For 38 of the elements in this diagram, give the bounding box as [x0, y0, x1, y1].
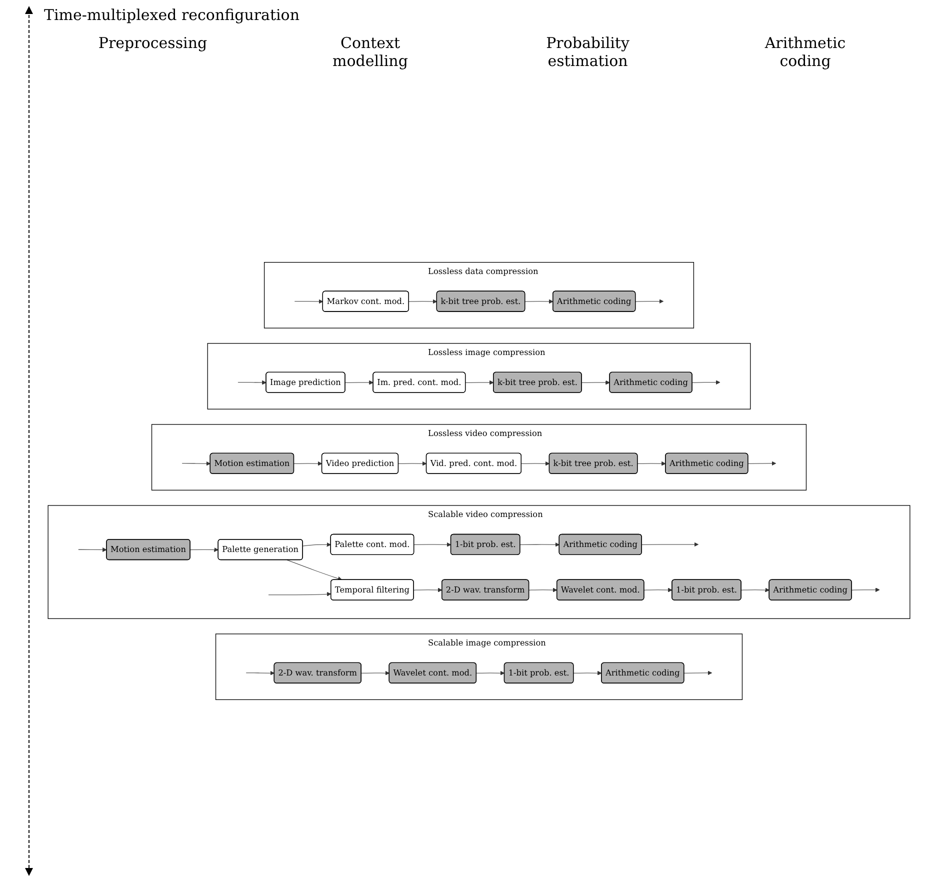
column-heading: Context modelling: [332, 34, 409, 70]
arrow: [635, 299, 664, 304]
arrow: [521, 461, 550, 466]
arrow: [528, 588, 558, 592]
axis-label: Time-multiplexed reconfiguration: [44, 6, 300, 24]
arrow: [748, 461, 776, 466]
arrow: [238, 380, 266, 385]
arrow: [642, 542, 699, 547]
column-heading: Arithmetic coding: [764, 34, 847, 70]
arrow: [302, 542, 332, 547]
arrow: [78, 548, 107, 552]
arrow: [190, 548, 219, 552]
arrow: [582, 380, 610, 385]
arrow: [408, 299, 438, 304]
column-heading: Probability estimation: [545, 34, 630, 70]
arrow: [637, 461, 666, 466]
column-heading: Preprocessing: [97, 34, 208, 54]
arrow: [852, 588, 880, 592]
arrow: [692, 380, 720, 385]
arrow: [684, 670, 712, 676]
arrow: [476, 670, 505, 676]
arrow: [520, 542, 560, 547]
arrow: [414, 542, 452, 547]
arrow: [465, 380, 494, 385]
arrow: [361, 670, 390, 676]
arrow: [741, 588, 770, 592]
arrow: [644, 588, 672, 592]
arrow: [345, 380, 374, 385]
arrow: [414, 588, 442, 592]
arrow: [294, 461, 322, 466]
arrow: [268, 592, 332, 596]
arrow: [246, 670, 275, 676]
arrow: [294, 299, 324, 304]
arrow: [182, 461, 211, 466]
arrow: [524, 299, 554, 304]
arrow: [573, 670, 602, 676]
arrow: [398, 461, 427, 466]
arrow: [286, 560, 342, 581]
